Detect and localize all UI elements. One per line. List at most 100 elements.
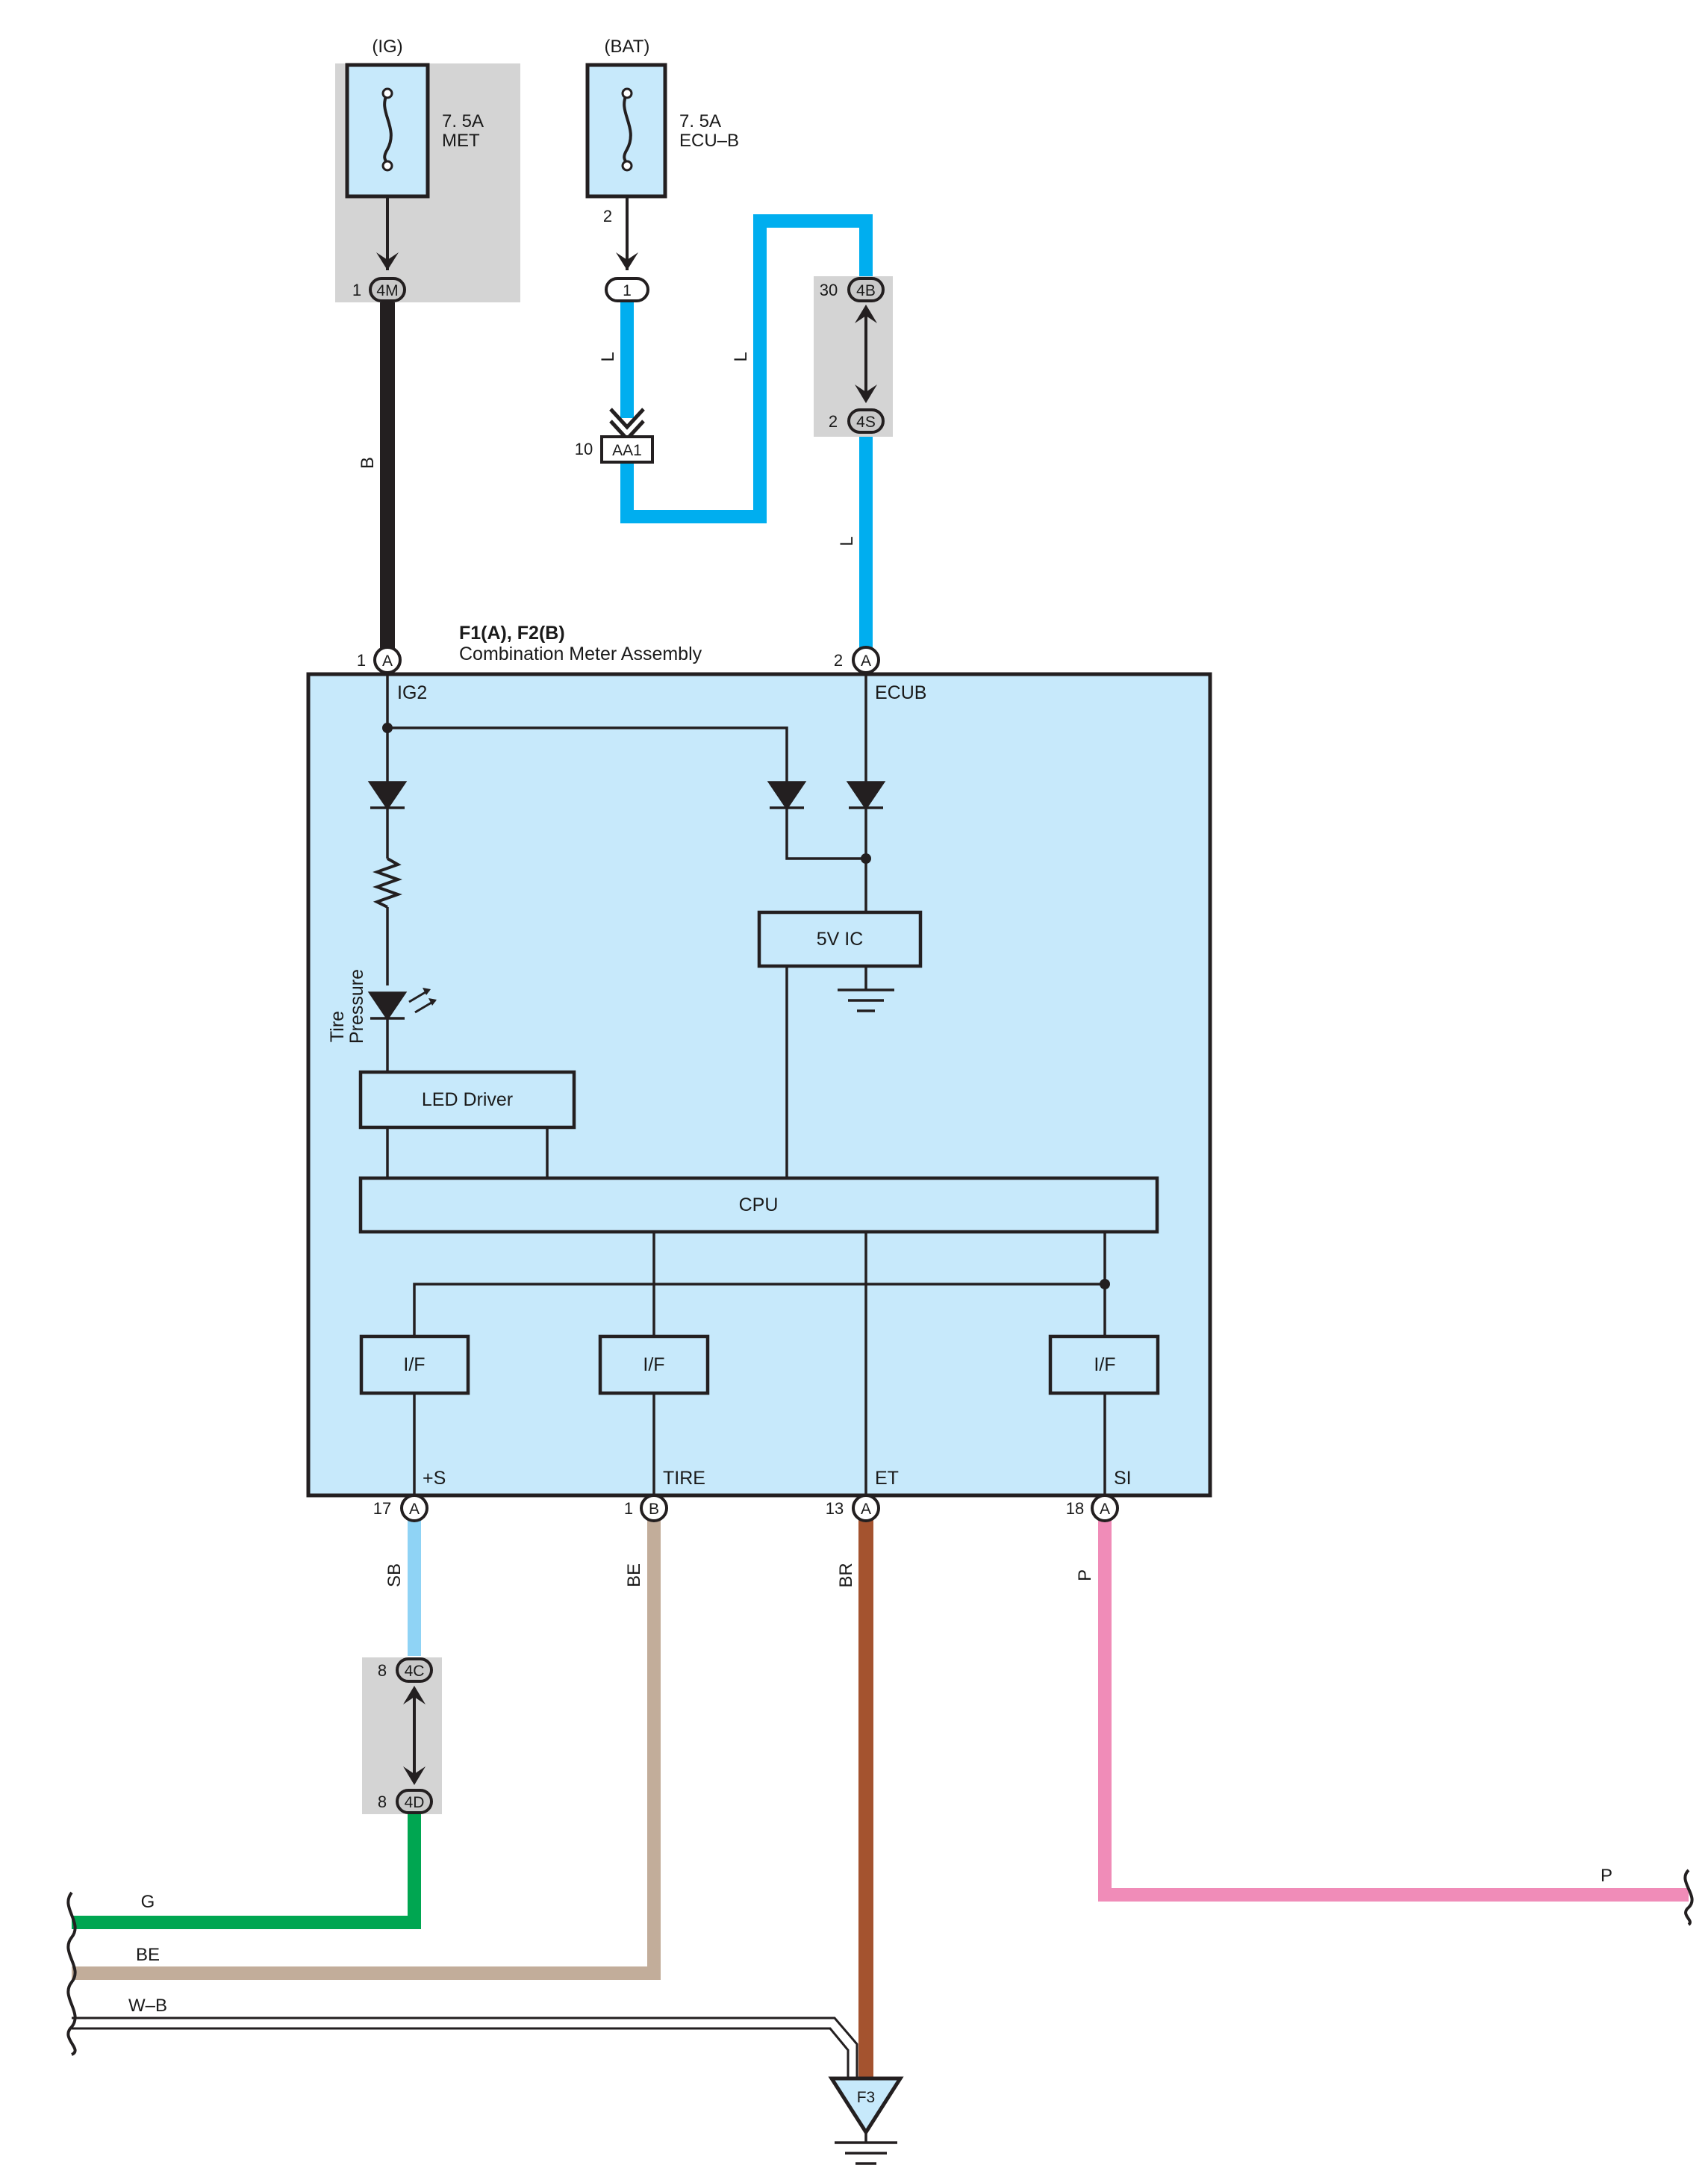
pin-a2: A 2 ECUB	[834, 646, 926, 703]
block-if-3: I/F	[1048, 1334, 1160, 1395]
connector-4b-id: 4B	[856, 282, 876, 299]
ground-f3-triangle	[828, 2076, 904, 2136]
connector-4m: 4M 1	[352, 277, 406, 302]
wire-label-l2: L	[731, 352, 751, 361]
block-led-driver-label: LED Driver	[422, 1089, 513, 1110]
pin-a18-conn: A	[1100, 1501, 1110, 1518]
connector-4m-id: 4M	[376, 282, 398, 299]
pin-a1-signal: IG2	[397, 682, 427, 703]
connector-4d-pin: 8	[378, 1793, 387, 1811]
fuse-bat-terminal-bottom	[621, 160, 633, 172]
connector-1-id: 1	[623, 282, 632, 299]
connector-4s-id: 4S	[856, 414, 876, 431]
wire-g	[72, 1812, 421, 1929]
signal-plus-s: +S	[423, 1468, 446, 1489]
fuse-met: (IG) 7. 5A MET	[335, 37, 520, 302]
diode-1	[367, 781, 408, 811]
fuse-ig-terminal-bottom	[381, 160, 393, 172]
block-if-1-box	[359, 1334, 470, 1395]
fuse-ig-rating: 7. 5A	[442, 111, 484, 131]
signal-tire: TIRE	[663, 1468, 705, 1489]
pin-b1-ring	[640, 1494, 668, 1522]
fuse-bat-body	[585, 63, 667, 199]
connector-4b-arrow	[855, 305, 877, 323]
led-symbol	[367, 991, 408, 1021]
wire-label-br: BR	[836, 1563, 856, 1587]
connector-4s-shell	[847, 408, 885, 434]
resistor	[373, 857, 402, 909]
block-cpu: CPU	[358, 1176, 1159, 1234]
block-if-3-label: I/F	[1094, 1354, 1115, 1375]
wire-label-p: P	[1075, 1569, 1095, 1581]
connector-4c-shell	[396, 1657, 433, 1683]
pin-a17-ring	[400, 1494, 428, 1522]
fuse-ig-source: (IG)	[372, 37, 402, 57]
meter-id: F1(A), F2(B)	[459, 623, 565, 644]
block-5v-ic-box	[757, 910, 923, 968]
connector-4s-pin: 2	[829, 412, 838, 431]
connector-4c-arrow	[403, 1686, 426, 1704]
meter-internal-wiring	[386, 673, 1106, 1495]
wire-label-l1: L	[598, 352, 618, 361]
block-if-3-box	[1048, 1334, 1160, 1395]
signal-si: SI	[1114, 1468, 1132, 1489]
pin-a2-signal: ECUB	[875, 682, 926, 703]
pin-a1-num: 1	[357, 651, 366, 670]
pin-a18-ring	[1091, 1494, 1119, 1522]
wire-label-sb: SB	[384, 1563, 405, 1587]
wire-label-p-out: P	[1601, 1866, 1612, 1886]
diode-2	[767, 781, 807, 811]
block-if-2-label: I/F	[643, 1354, 664, 1375]
meter-name: Combination Meter Assembly	[459, 644, 702, 664]
wire-w-b	[72, 2016, 858, 2078]
signal-et: ET	[875, 1468, 899, 1489]
combination-meter-assembly: F1(A), F2(B) Combination Meter Assembly …	[306, 623, 1212, 1498]
indicator-label-pressure: Pressure	[346, 969, 367, 1044]
connector-4c-4d-shade	[362, 1657, 442, 1814]
ground-f3: F3	[828, 2076, 904, 2165]
pin-a2-num: 2	[834, 651, 843, 670]
connector-4b-pin: 30	[820, 281, 838, 299]
pin-a18-num: 18	[1066, 1499, 1084, 1518]
block-5v-ic-label: 5V IC	[817, 929, 864, 950]
fuse-ig-name: MET	[442, 131, 480, 151]
wire-label-l3: L	[837, 536, 857, 546]
connector-4d-shell	[396, 1789, 433, 1814]
pin-a13: A 13	[826, 1494, 880, 1522]
connector-4b-shell	[847, 277, 885, 302]
wire-label-be: BE	[624, 1563, 644, 1587]
diode-3	[846, 781, 886, 811]
block-5v-ic: 5V IC	[757, 910, 923, 968]
pin-a1: A 1 IG2	[357, 646, 427, 703]
connector-1-shell	[605, 277, 649, 302]
fuse-bat-pin: 2	[603, 207, 612, 225]
wire-w-b-lower	[72, 2027, 850, 2078]
connector-4m-shell	[369, 277, 406, 302]
fuse-ig-terminal-top	[381, 87, 393, 99]
block-if-2: I/F	[598, 1334, 710, 1395]
wire-l-aa1-to-4b	[620, 214, 873, 523]
block-led-driver: LED Driver	[358, 1070, 576, 1130]
pin-a18: A 18	[1066, 1494, 1119, 1522]
fuse-ig-lead-arrow	[376, 252, 399, 270]
connector-4c-4d: 4C 8 4D 8	[362, 1657, 442, 1814]
connector-4d-id: 4D	[405, 1794, 425, 1811]
connector-aa1-pin: 10	[575, 440, 593, 458]
block-if-1: I/F	[359, 1334, 470, 1395]
ground-f3-id: F3	[857, 2089, 876, 2106]
fuse-bat-source: (BAT)	[605, 37, 650, 57]
block-cpu-box	[358, 1176, 1159, 1234]
fuse-bat-rating: 7. 5A	[679, 111, 721, 131]
wire-p	[1098, 1508, 1689, 1902]
connector-aa1: AA1 10	[575, 408, 654, 464]
pin-a2-conn: A	[861, 653, 871, 670]
junction-ig2	[382, 723, 393, 733]
connector-aa1-id: AA1	[612, 442, 642, 459]
pin-a1-conn: A	[382, 653, 393, 670]
pin-b1-conn: B	[649, 1501, 659, 1518]
connector-4b-4s: 4B 30 4S 2	[814, 276, 893, 437]
indicator-label-tire: Tire	[327, 1011, 348, 1042]
block-if-2-box	[598, 1334, 710, 1395]
connector-4b-4s-shade	[814, 276, 893, 437]
